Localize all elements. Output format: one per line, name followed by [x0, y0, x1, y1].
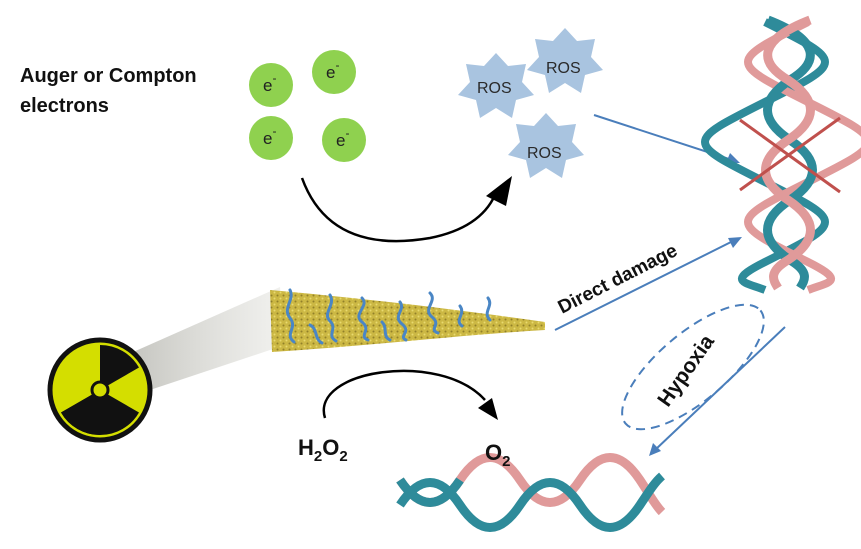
ros-star-shape: [508, 113, 584, 178]
ros-star-shape: [458, 53, 534, 118]
svg-text:ROS: ROS: [546, 60, 581, 77]
radiation-symbol-icon: [47, 337, 153, 443]
dna-vertical: [701, 15, 861, 294]
ros-group: ROS ROS ROS: [458, 28, 603, 178]
ros-star: ROS: [458, 53, 534, 118]
h2o2-to-o2-arrow: [322, 369, 498, 420]
svg-text:e-: e-: [326, 58, 339, 82]
electrons-label-2: electrons: [20, 95, 109, 117]
electrons-label-line1: Auger or Compton: [20, 65, 197, 87]
svg-text:e-: e-: [263, 124, 276, 148]
electron: e-: [249, 63, 293, 107]
electrons-to-ros-arrow: [300, 176, 512, 243]
radiation-beam: [115, 287, 285, 400]
ros-star-shape: [527, 28, 603, 93]
svg-text:e-: e-: [263, 71, 276, 95]
red-cross-mark-icon: [739, 116, 841, 194]
svg-text:e-: e-: [336, 126, 349, 150]
o2-label: O2: [485, 440, 510, 470]
svg-text:ROS: ROS: [477, 80, 512, 97]
electrons-label-line2: electrons: [20, 95, 109, 117]
electron: e-: [322, 118, 366, 162]
nanosheet: [270, 288, 545, 352]
electron: e-: [249, 116, 293, 160]
electron-group: e- e- e- e-: [249, 50, 366, 162]
direct-damage-label: Direct damage: [555, 240, 681, 318]
electrons-label: Auger or Compton: [20, 65, 197, 87]
h2o2-label: H2O2: [298, 435, 348, 465]
hypoxia-ellipse: [621, 303, 765, 431]
ros-star: ROS: [527, 28, 603, 93]
svg-text:ROS: ROS: [527, 145, 562, 162]
electron: e-: [312, 50, 356, 94]
direct-damage-arrow: [554, 237, 742, 331]
dna-horizontal: [396, 453, 666, 532]
ros-star: ROS: [508, 113, 584, 178]
